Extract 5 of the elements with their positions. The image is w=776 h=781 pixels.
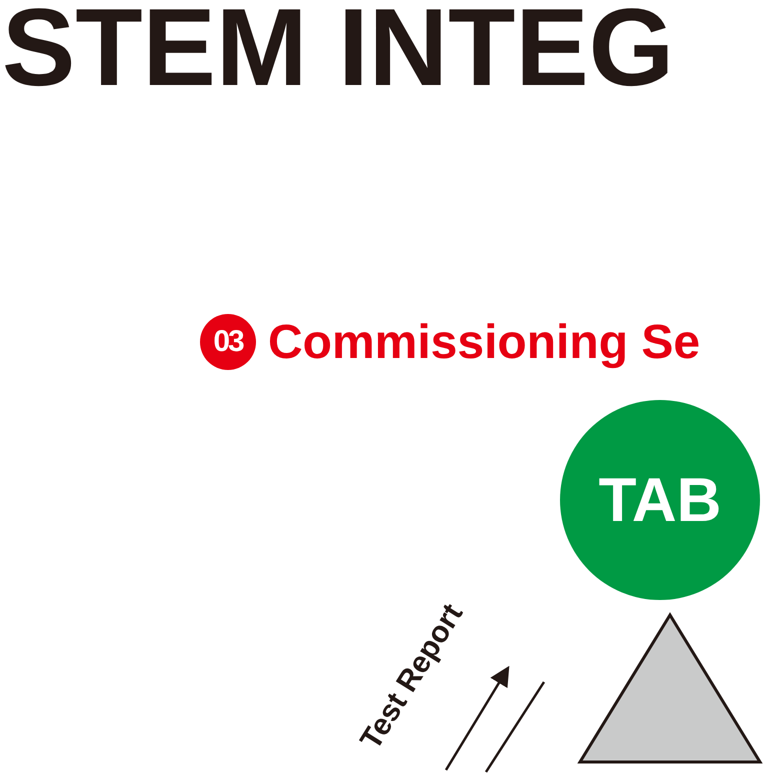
section-heading: Commissioning Se xyxy=(268,314,700,370)
page-title: STEM INTEG xyxy=(2,0,674,104)
node-label: TAB xyxy=(598,464,722,536)
triangle-shape xyxy=(577,612,763,764)
number-badge: 03 xyxy=(200,314,256,370)
